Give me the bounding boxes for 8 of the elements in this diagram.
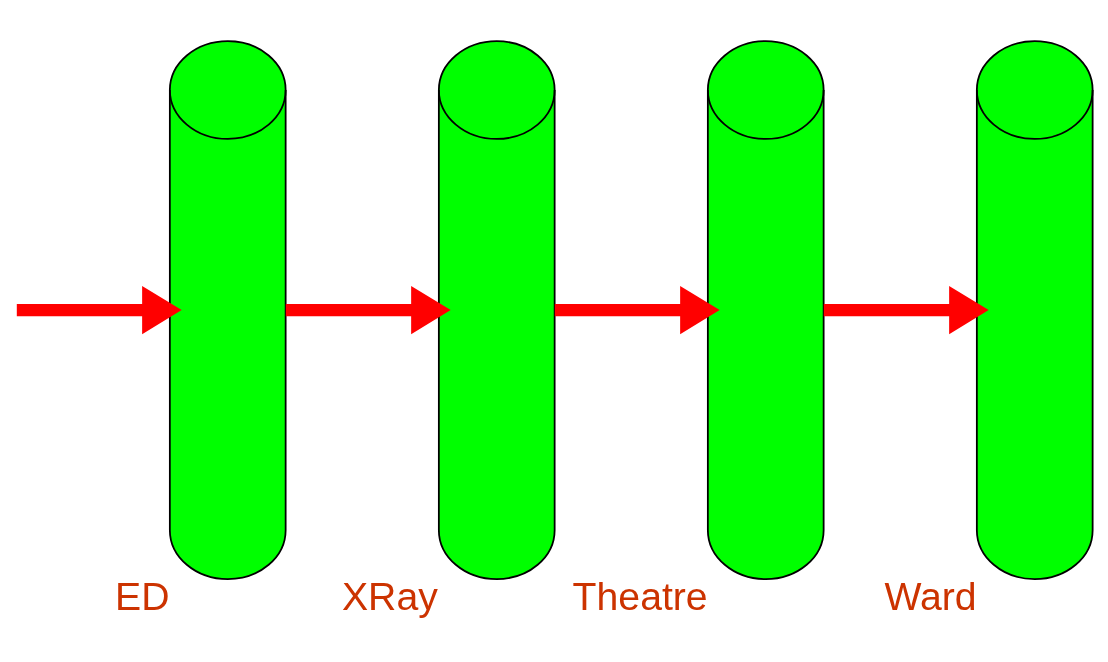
node-label: ED bbox=[115, 574, 170, 618]
arrow bbox=[285, 285, 451, 334]
arrow bbox=[16, 285, 182, 334]
arrow bbox=[554, 285, 720, 334]
arrow bbox=[823, 285, 989, 334]
node-label: Theatre bbox=[572, 574, 708, 618]
node-label: XRay bbox=[341, 574, 438, 618]
node-label: Ward bbox=[884, 574, 977, 618]
